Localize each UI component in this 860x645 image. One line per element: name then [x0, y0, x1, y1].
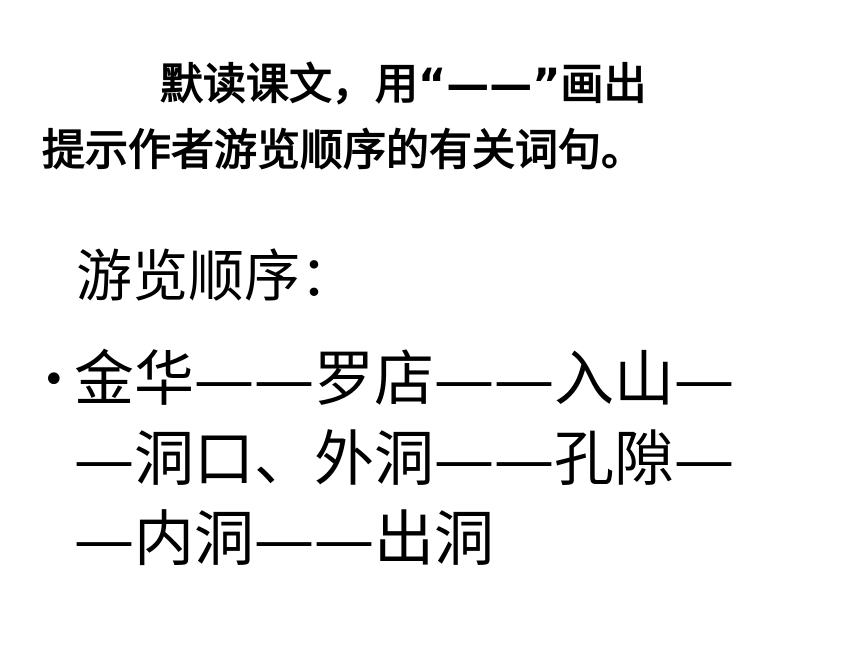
instruction-line-1: 默读课文，用“——”画出: [160, 60, 647, 110]
sequence-line-1: 金华——罗店——入山—: [74, 345, 734, 415]
sequence-heading: 游览顺序：: [76, 245, 356, 310]
sequence-line-2: —洞口、外洞——孔隙—: [74, 425, 734, 495]
sequence-list: • 金华——罗店——入山— —洞口、外洞——孔隙— —内洞——出洞: [40, 340, 830, 580]
list-item: • 金华——罗店——入山— —洞口、外洞——孔隙— —内洞——出洞: [40, 340, 830, 580]
sequence-line-3: —内洞——出洞: [74, 505, 494, 575]
instruction-line-2: 提示作者游览顺序的有关词句。: [42, 126, 644, 176]
bullet-icon: •: [42, 357, 66, 403]
instruction-text: 默读课文，用“——”画出 提示作者游览顺序的有关词句。: [42, 52, 822, 184]
